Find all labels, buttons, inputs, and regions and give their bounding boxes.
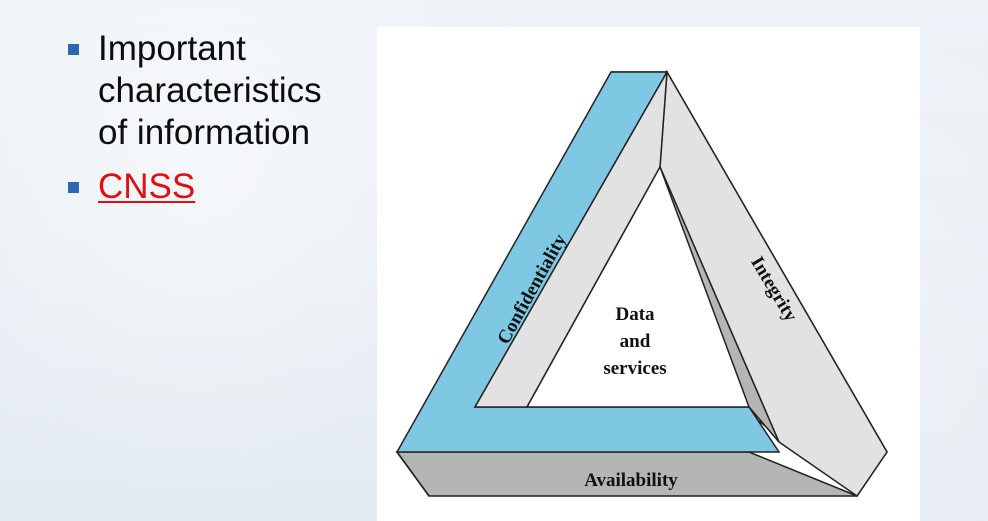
bullet-item-characteristics: Important characteristics of information xyxy=(64,28,364,154)
square-bullet-icon xyxy=(68,44,79,55)
cia-triad-diagram: Confidentiality Integrity Availability D… xyxy=(377,27,920,521)
cnss-link[interactable]: CNSS xyxy=(98,167,196,206)
cia-triangle-svg: Confidentiality Integrity Availability D… xyxy=(395,69,888,498)
center-label-line-3: services xyxy=(603,358,666,379)
availability-label: Availability xyxy=(584,470,678,491)
center-label-line-1: Data xyxy=(615,304,655,325)
bullet-text: Important characteristics of information xyxy=(98,29,322,152)
center-label-line-2: and xyxy=(620,331,651,352)
bullet-list: Important characteristics of information… xyxy=(64,28,364,220)
square-bullet-icon xyxy=(68,182,79,193)
center-triangle xyxy=(525,165,751,408)
edge-line xyxy=(396,451,430,497)
bullet-item-cnss[interactable]: CNSS xyxy=(64,166,364,208)
